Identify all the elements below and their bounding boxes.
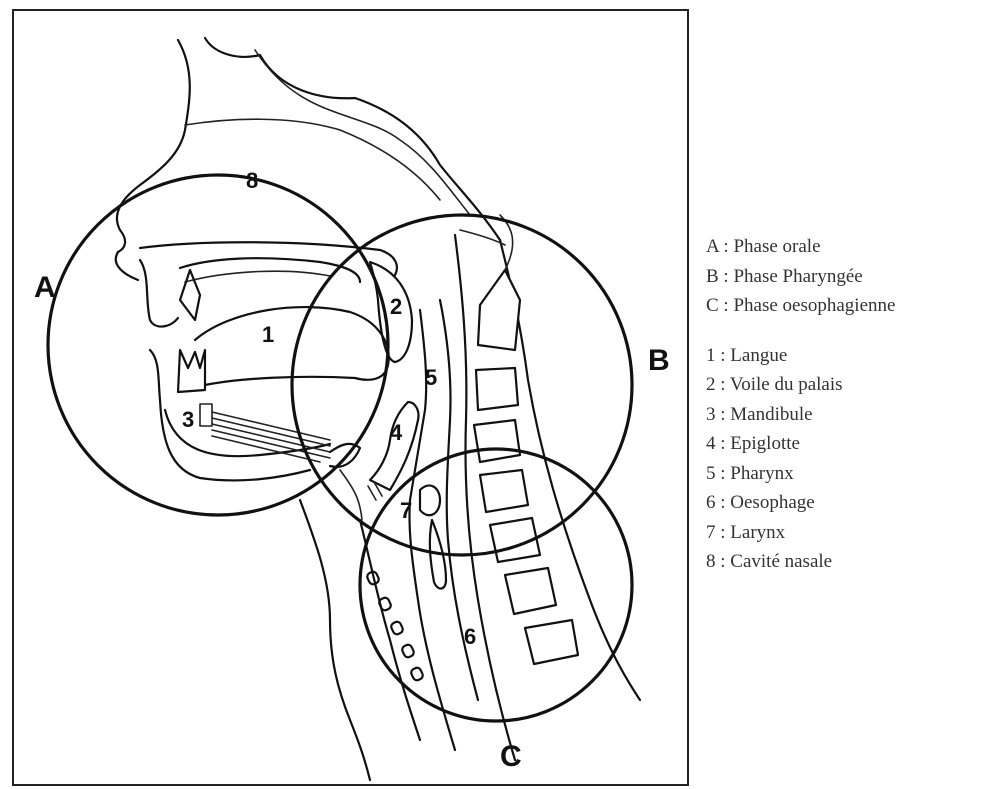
vertebral-column bbox=[474, 215, 578, 664]
letter-c: C bbox=[500, 740, 522, 773]
label-2: 2 bbox=[390, 294, 402, 319]
legend-item-7: 7 : Larynx bbox=[706, 518, 986, 548]
letter-b: B bbox=[648, 344, 670, 377]
vertebra-c3 bbox=[474, 420, 520, 462]
label-3: 3 bbox=[182, 407, 194, 432]
oral-cavity bbox=[140, 242, 412, 480]
label-7: 7 bbox=[400, 498, 412, 523]
figure-frame bbox=[13, 10, 688, 785]
vertebra-c1 bbox=[478, 270, 520, 350]
legend-spacer bbox=[706, 321, 986, 341]
legend: A : Phase orale B : Phase Pharyngée C : … bbox=[706, 232, 986, 577]
label-4: 4 bbox=[390, 420, 403, 445]
vertebra-c2 bbox=[476, 368, 518, 410]
label-5: 5 bbox=[425, 365, 437, 390]
legend-phase-a: A : Phase orale bbox=[706, 232, 986, 262]
vertebra-c6 bbox=[505, 568, 556, 614]
legend-item-1: 1 : Langue bbox=[706, 341, 986, 371]
legend-phase-c: C : Phase oesophagienne bbox=[706, 291, 986, 321]
letter-a: A bbox=[34, 271, 56, 304]
legend-item-6: 6 : Oesophage bbox=[706, 488, 986, 518]
head-outline bbox=[116, 38, 640, 780]
legend-item-5: 5 : Pharynx bbox=[706, 459, 986, 489]
legend-phase-b: B : Phase Pharyngée bbox=[706, 262, 986, 292]
vertebra-c7 bbox=[525, 620, 578, 664]
vertebra-c4 bbox=[480, 470, 528, 512]
legend-item-3: 3 : Mandibule bbox=[706, 400, 986, 430]
circle-b-pharyngeal-phase bbox=[292, 215, 632, 555]
legend-item-4: 4 : Epiglotte bbox=[706, 429, 986, 459]
legend-item-8: 8 : Cavité nasale bbox=[706, 547, 986, 577]
label-8: 8 bbox=[246, 168, 258, 193]
label-6: 6 bbox=[464, 624, 476, 649]
label-1: 1 bbox=[262, 322, 274, 347]
legend-item-2: 2 : Voile du palais bbox=[706, 370, 986, 400]
circle-a-oral-phase bbox=[48, 175, 388, 515]
